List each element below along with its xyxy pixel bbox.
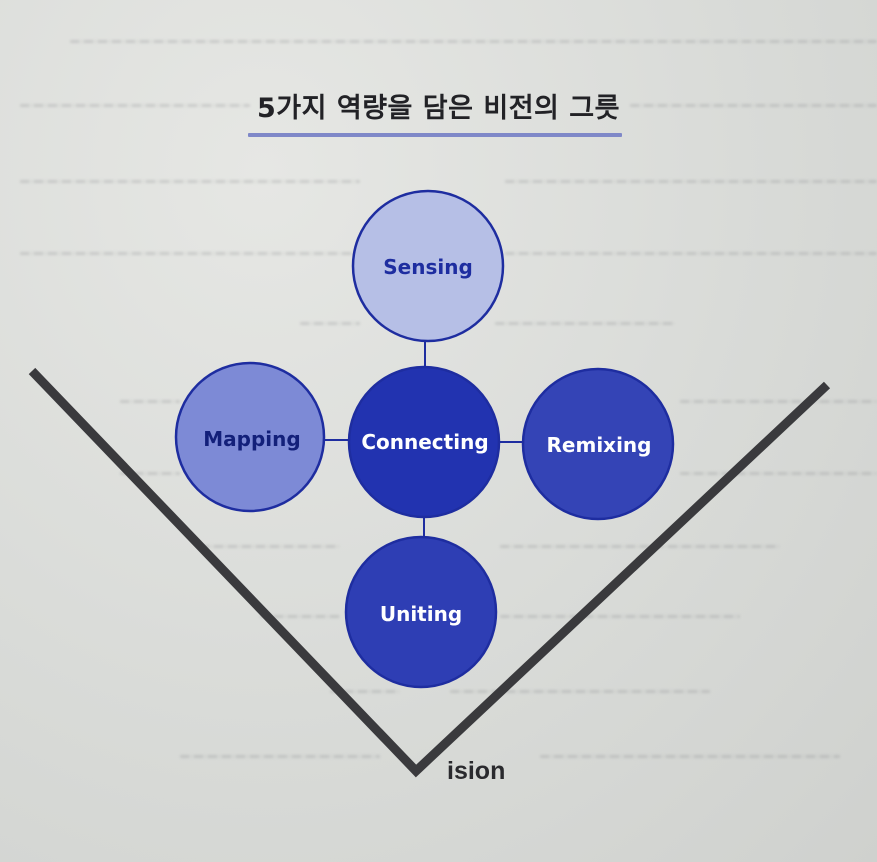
- node-label-connecting: Connecting: [361, 430, 489, 454]
- vision-label: ision: [447, 757, 506, 785]
- v-shape-line: [28, 367, 831, 778]
- node-label-sensing: Sensing: [383, 255, 473, 279]
- node-uniting: [344, 535, 498, 689]
- node-connecting: [347, 365, 501, 519]
- node-remixing: [521, 367, 675, 521]
- node-mapping: [174, 361, 326, 513]
- node-label-uniting: Uniting: [379, 602, 463, 626]
- title-underline: [248, 133, 622, 137]
- node-label-remixing: Remixing: [546, 433, 652, 457]
- node-label-mapping: Mapping: [203, 427, 301, 451]
- page-title: 5가지 역량을 담은 비전의 그릇: [257, 93, 620, 124]
- node-sensing: [351, 189, 505, 343]
